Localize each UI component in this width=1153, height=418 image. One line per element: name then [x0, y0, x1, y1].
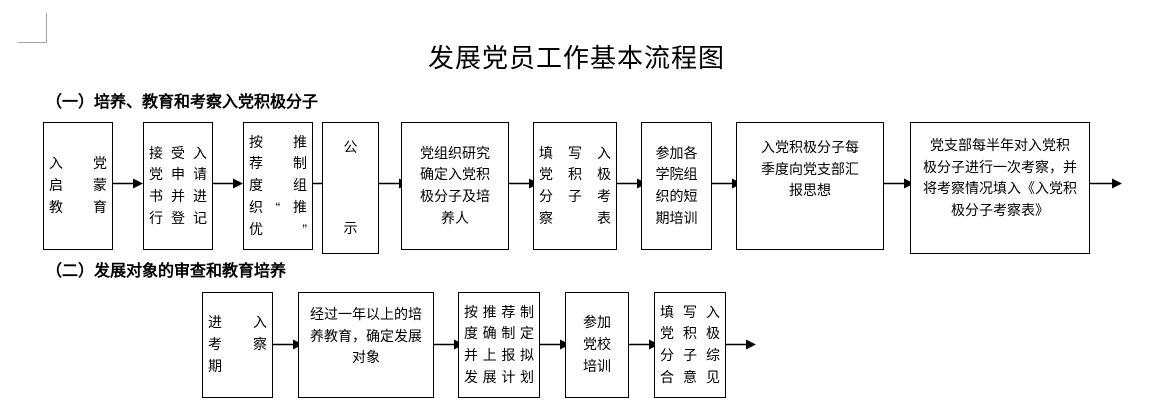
flow-node-ru-dang-qi-meng-jiao-yu[interactable]: 入 党启 蒙教 育 [43, 122, 113, 250]
flow-node-tian-xie-kao-cha-biao[interactable]: 填 写 入党 积 极分 子 考察表 [533, 122, 617, 250]
node-label: 接受入党申请书并进行登记 [149, 144, 207, 226]
flow-node-dang-zhi-bu-ban-nian-kao-cha[interactable]: 党支部每半年对入党积极分子进行一次考察，并将考察情况填入《入党积极分子考察表》 [910, 122, 1090, 254]
connector-arrow-end [1090, 178, 1122, 189]
flow-node-dang-zu-zhi-yan-jiu-que-ding[interactable]: 党组织研究确定入党积极分子及培养人 [401, 122, 509, 250]
node-label: 参加各学院组织的短期培训 [655, 144, 698, 226]
node-label: 经过一年以上的培养教育，确定发展对象 [310, 306, 422, 366]
flow-node-can-jia-duan-qi-pei-xun[interactable]: 参加各学院组织的短期培训 [641, 122, 712, 250]
node-label: 党支部每半年对入党积极分子进行一次考察，并将考察情况填入《入党积极分子考察表》 [923, 137, 1077, 219]
page-title: 发展党员工作基本流程图 [427, 44, 725, 73]
node-label: 填写入党积极分子综合意见 [660, 303, 720, 385]
flow-node-tui-you[interactable]: 按 推荐 制度 组织“推优” [243, 122, 313, 250]
flow-node-tian-xie-zong-he-yi-jian[interactable]: 填写入党积极分子综合意见 [654, 292, 726, 398]
node-label: 入 党启 蒙教 育 [49, 155, 107, 215]
flow-node-jie-shou-ru-dang-shen-qing-shu[interactable]: 接受入党申请书并进行登记 [143, 122, 213, 250]
flow-node-jin-ru-kao-cha-qi[interactable]: 进 入考 察期 [202, 292, 273, 398]
connector-arrow [213, 178, 243, 189]
flow-node-ji-du-hui-bao-si-xiang[interactable]: 入党积极分子每季度向党支部汇报思想 [736, 122, 884, 250]
flow-node-can-jia-dang-xiao-pei-xun[interactable]: 参加党校培训 [565, 292, 629, 398]
node-label: 党组织研究确定入党积极分子及培养人 [420, 144, 490, 226]
node-label: 参加党校培训 [583, 314, 611, 374]
connector-arrow [113, 178, 143, 189]
flow-node-shang-bao-ni-fa-zhan-ji-hua[interactable]: 按推荐制度确制定并上报拟发展计划 [458, 292, 540, 398]
section-header-2: （二）发展对象的审查和教育培养 [46, 263, 287, 280]
connector-arrow [884, 178, 914, 189]
section-header-1: （一）培养、教育和考察入党积极分子 [46, 94, 319, 111]
node-label: 按 推荐 制度 组织“推优” [249, 133, 307, 237]
connector-arrow-end [726, 339, 756, 350]
node-label: 入党积极分子每季度向党支部汇报思想 [761, 139, 859, 199]
flow-node-gong-shi[interactable]: 公 示 [322, 122, 379, 254]
flow-node-que-ding-fa-zhan-dui-xiang[interactable]: 经过一年以上的培养教育，确定发展对象 [298, 292, 434, 398]
node-label: 填 写 入党 积 极分 子 考察表 [539, 144, 611, 226]
node-label: 公 示 [343, 139, 358, 237]
page-margin-corner-mark [18, 13, 47, 43]
node-label: 进 入考 察期 [208, 314, 267, 374]
node-label: 按推荐制度确制定并上报拟发展计划 [464, 303, 534, 385]
